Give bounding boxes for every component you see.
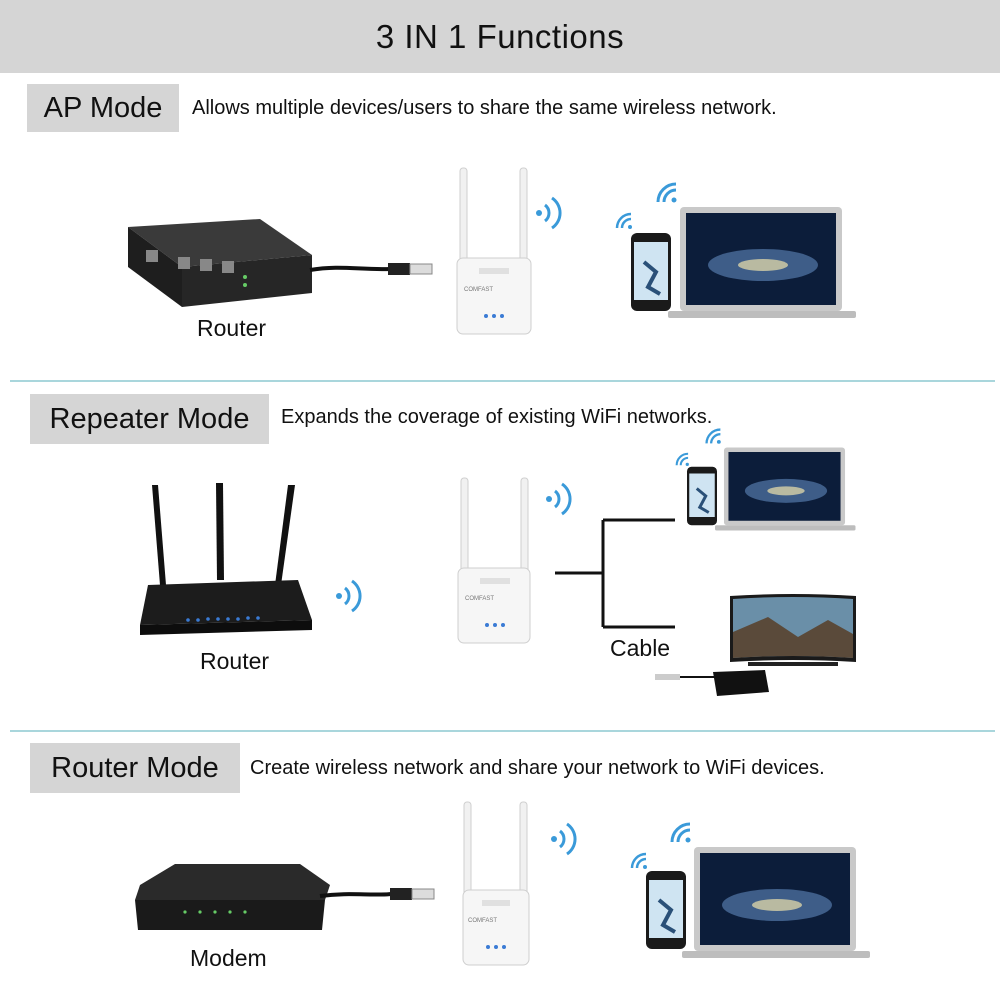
ap-mode-description: Allows multiple devices/users to share t… xyxy=(192,97,777,120)
ap-phone-wifi-icon xyxy=(615,212,637,230)
ap-wifi-signal-icon xyxy=(533,192,565,234)
repeater-router-image xyxy=(138,480,318,640)
router-mode-label: Router Mode xyxy=(30,743,240,793)
ap-router-caption: Router xyxy=(197,315,266,342)
router-mode-description: Create wireless network and share your n… xyxy=(250,757,825,780)
router-mode-laptop-wifi-icon xyxy=(670,822,696,844)
divider-1 xyxy=(10,380,995,382)
repeater-phone-wifi-icon xyxy=(675,452,693,467)
ap-extender-image: COMFAST xyxy=(452,168,537,338)
repeater-extender-brand: COMFAST xyxy=(465,596,494,602)
repeater-extender-image: COMFAST xyxy=(455,478,535,646)
page-title: 3 IN 1 Functions xyxy=(376,18,624,56)
router-mode-laptop-image xyxy=(682,845,872,960)
router-mode-extender-image: COMFAST xyxy=(458,802,538,967)
repeater-laptop-image xyxy=(715,446,857,532)
router-mode-phone-image xyxy=(645,870,687,950)
repeater-phone-image xyxy=(686,466,718,526)
ap-laptop-wifi-icon xyxy=(656,182,682,204)
repeater-laptop-wifi-icon xyxy=(705,428,725,445)
router-mode-wifi-signal-icon xyxy=(548,818,580,860)
repeater-settop-box-image xyxy=(655,668,770,698)
router-mode-ethernet-cable xyxy=(320,882,445,910)
divider-2 xyxy=(10,730,995,732)
ap-router-image xyxy=(120,215,320,310)
router-mode-modem-image xyxy=(130,860,335,935)
router-mode-phone-wifi-icon xyxy=(630,852,652,870)
ap-phone-image xyxy=(630,232,672,312)
repeater-cable-lines xyxy=(555,515,680,635)
repeater-router-wifi-icon xyxy=(333,575,365,617)
router-mode-modem-caption: Modem xyxy=(190,945,267,972)
ap-mode-label: AP Mode xyxy=(27,84,179,132)
cable-caption: Cable xyxy=(610,635,670,662)
repeater-tv-image xyxy=(728,592,858,674)
ap-ethernet-cable xyxy=(310,255,440,285)
repeater-mode-label: Repeater Mode xyxy=(30,394,269,444)
repeater-wifi-signal-icon xyxy=(543,478,575,520)
router-mode-extender-brand: COMFAST xyxy=(468,918,497,924)
repeater-mode-description: Expands the coverage of existing WiFi ne… xyxy=(281,406,712,429)
repeater-router-caption: Router xyxy=(200,648,269,675)
page-header: 3 IN 1 Functions xyxy=(0,0,1000,73)
ap-extender-brand: COMFAST xyxy=(464,287,493,293)
ap-laptop-image xyxy=(668,205,858,320)
